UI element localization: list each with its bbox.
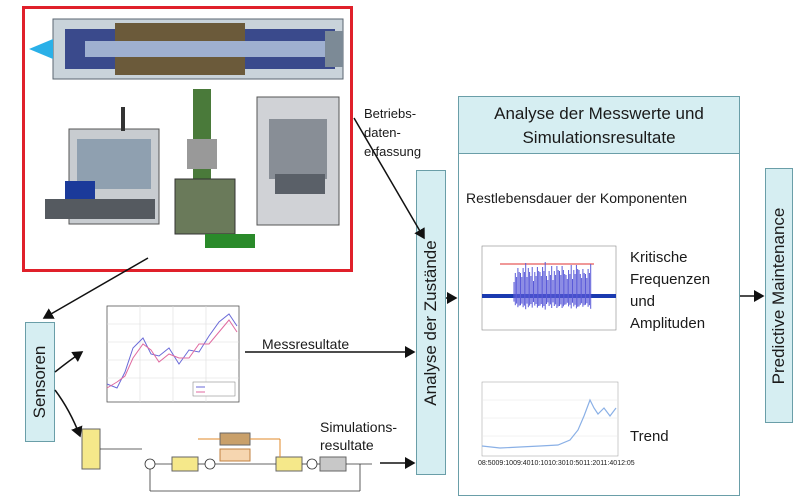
trend-x-tick: 11:20 <box>583 460 601 467</box>
trend-x-tick: 12:05 <box>617 460 635 467</box>
trend-x-tick: 10:10 <box>530 460 549 467</box>
trend-line <box>481 398 617 449</box>
frequency-chart-image <box>470 240 618 336</box>
analysis-title-line-2: Simulationsresultate <box>522 128 676 147</box>
betriebs-line-1: Betriebs- <box>364 106 417 121</box>
kritische-line-2: Frequenzen <box>630 271 711 288</box>
analyse-zustaende-label: Analyse der Zustände <box>421 239 440 406</box>
simulations-line-1: Simulations- <box>320 419 398 435</box>
trend-x-tick: 08:50 <box>478 460 496 467</box>
kritische-line-1: Kritische <box>630 249 688 266</box>
sensoren-label: Sensoren <box>30 345 49 419</box>
spindle-drawing <box>29 18 344 80</box>
predictive-maintenance-box: Predictive Maintenance <box>765 168 793 423</box>
trend-x-tick: 09:10 <box>495 460 514 467</box>
machine-1-drawing <box>45 107 160 225</box>
restlebensdauer-label: Restlebensdauer der Komponenten <box>466 190 688 206</box>
trend-chart-image <box>470 378 620 470</box>
arrow-sensoren-to-measure <box>54 351 84 373</box>
analysis-panel-title: Analyse der Messwerte und Simulationsres… <box>458 96 740 154</box>
trend-x-tick: 09:40 <box>513 460 531 467</box>
messresultate-label: Messresultate <box>262 336 350 352</box>
trend-x-ticks: 08:50 09:10 09:40 10:10 10:30 10:50 11:2… <box>478 460 635 467</box>
analyse-zustaende-box: Analyse der Zustände <box>416 170 446 475</box>
machine-3-drawing <box>256 96 340 226</box>
predictive-maintenance-label: Predictive Maintenance <box>769 207 788 384</box>
betriebsdatenerfassung-label: Betriebs- daten- erfassung <box>364 104 421 161</box>
arrow-sensoren-to-sim <box>54 389 83 438</box>
kritische-line-3: und <box>630 293 656 310</box>
betriebs-line-3: erfassung <box>364 144 422 159</box>
measurement-chart-image <box>85 292 245 415</box>
simulationsresultate-label: Simulations- resultate <box>320 418 397 454</box>
trend-label: Trend <box>630 428 669 445</box>
sensoren-box: Sensoren <box>25 322 55 442</box>
kritische-label: Kritische Frequenzen und Amplituden <box>630 247 710 335</box>
trend-x-tick: 10:30 <box>548 460 566 467</box>
simulation-diagram-image <box>80 425 380 500</box>
simulations-line-2: resultate <box>320 437 374 453</box>
kritische-line-4: Amplituden <box>630 315 706 332</box>
measurement-series-2 <box>106 319 238 389</box>
measurement-series-1 <box>106 313 238 389</box>
trend-x-tick: 11:40 <box>600 460 618 467</box>
machine-2-drawing <box>174 89 255 248</box>
machine-illustration <box>29 18 344 248</box>
machine-image-frame <box>22 6 353 272</box>
betriebs-line-2: daten- <box>364 125 401 140</box>
frequency-spikes <box>513 262 592 310</box>
trend-x-tick: 10:50 <box>565 460 584 467</box>
analysis-title-line-1: Analyse der Messwerte und <box>494 104 704 123</box>
